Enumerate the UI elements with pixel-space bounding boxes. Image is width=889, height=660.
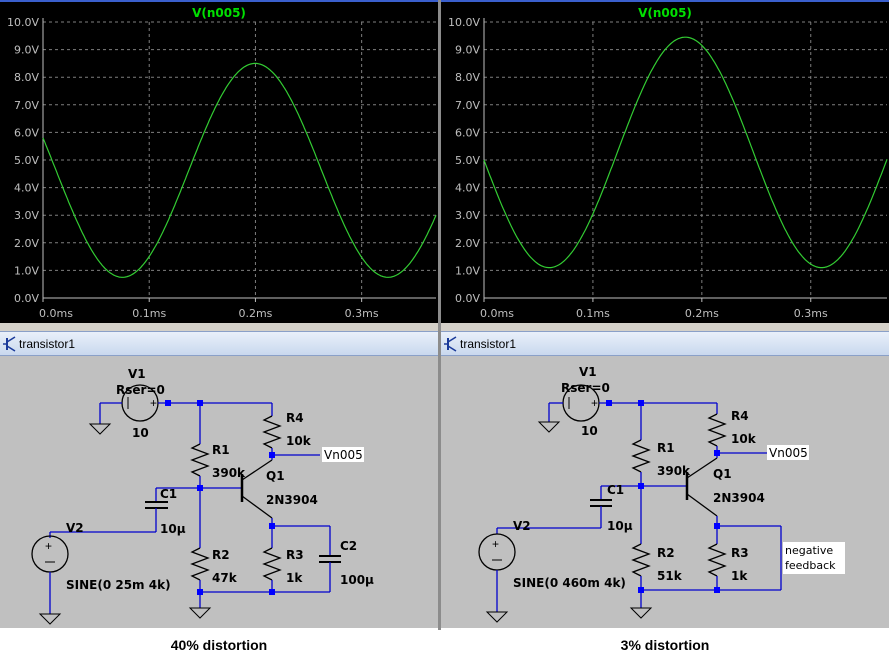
c1-value[interactable]: 10µ bbox=[160, 522, 186, 536]
y-tick-label: 0.0V bbox=[455, 292, 480, 305]
y-tick-label: 9.0V bbox=[14, 44, 39, 57]
y-tick-label: 8.0V bbox=[14, 71, 39, 84]
q1-name[interactable]: Q1 bbox=[713, 467, 732, 481]
comment-feedback[interactable]: feedback bbox=[785, 559, 836, 572]
r2-value[interactable]: 51k bbox=[657, 569, 683, 583]
y-tick-label: 1.0V bbox=[14, 264, 39, 277]
y-tick-label: 10.0V bbox=[7, 16, 39, 29]
waveform-chart-right: 10.0V 9.0V 8.0V 7.0V 6.0V 5.0V 4.0V 3.0V 2.0V 1.0… bbox=[448, 16, 888, 320]
c1-name[interactable]: C1 bbox=[607, 483, 624, 497]
window-title: transistor1 bbox=[460, 337, 517, 351]
v1-param[interactable]: Rser=0 bbox=[116, 383, 165, 397]
v1-value[interactable]: 10 bbox=[581, 424, 598, 438]
trace-vn005[interactable] bbox=[483, 36, 888, 269]
r3-value[interactable]: 1k bbox=[286, 571, 303, 585]
q1-name[interactable]: Q1 bbox=[266, 469, 285, 483]
schematic-canvas-right[interactable]: + + V1 Rser=0 10 R4 10k R1 390k Q1 2N390… bbox=[441, 356, 889, 628]
v2-value[interactable]: SINE(0 460m 4k) bbox=[513, 576, 626, 590]
q1-model[interactable]: 2N3904 bbox=[266, 493, 318, 507]
waveform-plot-left[interactable]: 10.0V 9.0V 8.0V 7.0V 6.0V 5.0V 4.0V 3.0V 2.0V 1.0… bbox=[0, 0, 438, 323]
y-tick-label: 6.0V bbox=[14, 126, 39, 139]
y-tick-label: 6.0V bbox=[455, 126, 480, 139]
y-tick-label: 0.0V bbox=[14, 292, 39, 305]
x-tick-label: 0.1ms bbox=[576, 307, 610, 320]
y-tick-label: 10.0V bbox=[448, 16, 480, 29]
schematic-canvas-left[interactable]: + + V1 Rser=0 10 R4 10k R1 390k Q1 2N390… bbox=[0, 356, 438, 628]
waveform-plot-right[interactable]: 10.0V 9.0V 8.0V 7.0V 6.0V 5.0V 4.0V 3.0V 2.0V 1.0… bbox=[441, 0, 889, 323]
c1-value[interactable]: 10µ bbox=[607, 519, 633, 533]
svg-text:+: + bbox=[591, 396, 598, 410]
c2-name[interactable]: C2 bbox=[340, 539, 357, 553]
trace-title[interactable]: V(n005) bbox=[638, 6, 692, 20]
x-tick-label: 0.0ms bbox=[39, 307, 73, 320]
v2-name[interactable]: V2 bbox=[66, 521, 84, 535]
y-tick-label: 4.0V bbox=[455, 182, 480, 195]
v1-name[interactable]: V1 bbox=[579, 365, 597, 379]
y-tick-label: 4.0V bbox=[14, 182, 39, 195]
r2-value[interactable]: 47k bbox=[212, 571, 238, 585]
x-tick-label: 0.3ms bbox=[345, 307, 379, 320]
c2-value[interactable]: 100µ bbox=[340, 573, 374, 587]
y-tick-label: 1.0V bbox=[455, 264, 480, 277]
net-label-vn005[interactable]: Vn005 bbox=[769, 446, 808, 460]
y-tick-label: 7.0V bbox=[14, 99, 39, 112]
r4-value[interactable]: 10k bbox=[731, 432, 757, 446]
schematic-window-titlebar-left[interactable]: transistor1 bbox=[0, 331, 438, 356]
v2-name[interactable]: V2 bbox=[513, 519, 531, 533]
x-tick-label: 0.1ms bbox=[132, 307, 166, 320]
splitter-right[interactable] bbox=[441, 323, 889, 331]
caption-right: 3% distortion bbox=[620, 637, 710, 653]
svg-text:+: + bbox=[492, 537, 499, 551]
y-tick-label: 7.0V bbox=[455, 99, 480, 112]
y-tick-label: 5.0V bbox=[14, 154, 39, 167]
r3-value[interactable]: 1k bbox=[731, 569, 748, 583]
r3-name[interactable]: R3 bbox=[731, 546, 749, 560]
r4-value[interactable]: 10k bbox=[286, 434, 312, 448]
x-tick-label: 0.0ms bbox=[480, 307, 514, 320]
r2-name[interactable]: R2 bbox=[212, 548, 230, 562]
transistor-icon bbox=[444, 336, 457, 352]
waveform-chart-left: 10.0V 9.0V 8.0V 7.0V 6.0V 5.0V 4.0V 3.0V 2.0V 1.0… bbox=[7, 16, 437, 320]
r4-name[interactable]: R4 bbox=[286, 411, 304, 425]
net-label-vn005[interactable]: Vn005 bbox=[324, 448, 363, 462]
svg-text:+: + bbox=[150, 396, 157, 410]
q1-model[interactable]: 2N3904 bbox=[713, 491, 765, 505]
trace-title[interactable]: V(n005) bbox=[192, 6, 246, 20]
x-tick-label: 0.2ms bbox=[685, 307, 719, 320]
schematic-right: + + V1 Rser=0 10 R4 10k R1 390k Q1 2N390… bbox=[478, 365, 845, 623]
y-tick-label: 3.0V bbox=[14, 209, 39, 222]
r4-name[interactable]: R4 bbox=[731, 409, 749, 423]
schematic-window-titlebar-right[interactable]: transistor1 bbox=[441, 331, 889, 356]
v1-name[interactable]: V1 bbox=[128, 367, 146, 381]
r3-name[interactable]: R3 bbox=[286, 548, 304, 562]
x-tick-label: 0.3ms bbox=[794, 307, 828, 320]
pane-divider[interactable] bbox=[438, 0, 441, 630]
x-tick-label: 0.2ms bbox=[238, 307, 272, 320]
svg-text:+: + bbox=[45, 539, 52, 553]
comment-negative[interactable]: negative bbox=[785, 544, 833, 557]
v1-value[interactable]: 10 bbox=[132, 426, 149, 440]
v2-value[interactable]: SINE(0 25m 4k) bbox=[66, 578, 171, 592]
schematic-left: + + V1 Rser=0 10 R4 10k R1 390k Q1 2N390… bbox=[31, 367, 374, 625]
r1-name[interactable]: R1 bbox=[212, 443, 230, 457]
c1-name[interactable]: C1 bbox=[160, 487, 177, 501]
y-tick-label: 3.0V bbox=[455, 209, 480, 222]
y-tick-label: 9.0V bbox=[455, 44, 480, 57]
window-title: transistor1 bbox=[19, 337, 76, 351]
caption-left: 40% distortion bbox=[170, 637, 268, 653]
transistor-icon bbox=[3, 336, 16, 352]
y-tick-label: 2.0V bbox=[455, 237, 480, 250]
y-tick-label: 5.0V bbox=[455, 154, 480, 167]
v1-param[interactable]: Rser=0 bbox=[561, 381, 610, 395]
trace-vn005[interactable] bbox=[42, 62, 437, 278]
r1-name[interactable]: R1 bbox=[657, 441, 675, 455]
y-tick-label: 2.0V bbox=[14, 237, 39, 250]
splitter-left[interactable] bbox=[0, 323, 438, 331]
r2-name[interactable]: R2 bbox=[657, 546, 675, 560]
y-tick-label: 8.0V bbox=[455, 71, 480, 84]
r1-value[interactable]: 390k bbox=[212, 466, 246, 480]
r1-value[interactable]: 390k bbox=[657, 464, 691, 478]
